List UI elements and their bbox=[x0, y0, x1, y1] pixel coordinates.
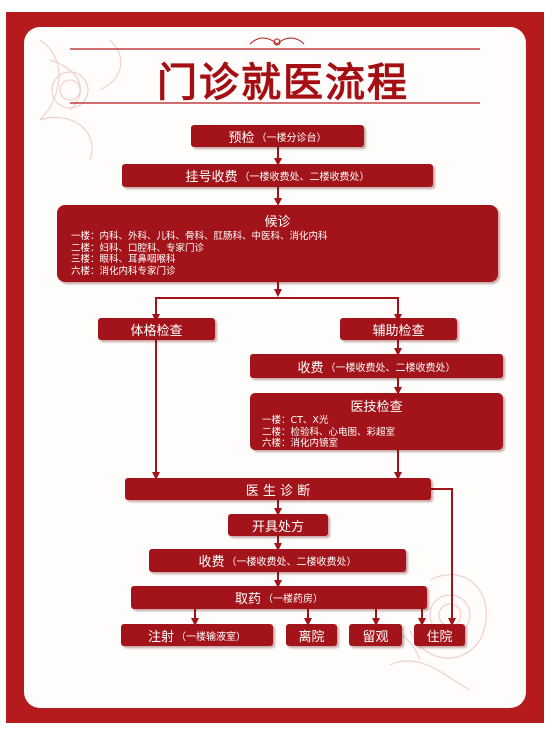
register-node: 挂号收费 （一楼收费处、二楼收费处） bbox=[122, 164, 433, 187]
injection-label: 注射 bbox=[147, 629, 174, 645]
waiting-label: 候诊 bbox=[264, 215, 291, 230]
pharmacy-node: 取药 （一楼药房） bbox=[131, 586, 427, 609]
medtech-node: 医技检查 一楼：CT、X光 二楼：检验科、心电图、彩超室 六楼：消化内镜室 bbox=[250, 393, 503, 450]
hospitalize-label: 住院 bbox=[426, 629, 453, 645]
medtech-line: 二楼：检验科、心电图、彩超室 bbox=[262, 426, 396, 438]
aux-fee-node: 收费 （一楼收费处、二楼收费处） bbox=[250, 354, 503, 378]
register-note: （一楼收费处、二楼收费处） bbox=[239, 172, 370, 183]
auxiliary-exam-node: 辅助检查 bbox=[340, 318, 457, 340]
pharmacy-note: （一楼药房） bbox=[263, 594, 323, 605]
diagnosis-node: 医 生 诊 断 bbox=[125, 478, 431, 500]
physical-exam-node: 体格检查 bbox=[98, 318, 215, 340]
leave-node: 离院 bbox=[286, 624, 337, 646]
waiting-line: 一楼：内科、外科、儿科、骨科、肛肠科、中医科、消化内科 bbox=[71, 231, 328, 242]
injection-note: （一楼输液室） bbox=[176, 631, 246, 643]
precheck-label: 预检 bbox=[228, 130, 255, 146]
medtech-line: 一楼：CT、X光 bbox=[262, 415, 329, 426]
medtech-line: 六楼：消化内镜室 bbox=[262, 438, 339, 449]
injection-node: 注射 （一楼输液室） bbox=[121, 624, 273, 646]
aux-fee-note: （一楼收费处、二楼收费处） bbox=[325, 362, 456, 374]
diagnosis-label: 医 生 诊 断 bbox=[245, 483, 311, 499]
page-title: 门诊就医流程 bbox=[157, 59, 409, 106]
prescribe-node: 开具处方 bbox=[228, 514, 328, 536]
register-label: 挂号收费 bbox=[185, 170, 238, 185]
leave-label: 离院 bbox=[298, 629, 325, 645]
observe-label: 留观 bbox=[362, 629, 389, 645]
waiting-node: 候诊 一楼：内科、外科、儿科、骨科、肛肠科、中医科、消化内科 二楼：妇科、口腔科… bbox=[57, 205, 498, 282]
medtech-label: 医技检查 bbox=[350, 400, 403, 415]
waiting-line: 二楼：妇科、口腔科、专家门诊 bbox=[71, 242, 205, 254]
line-split bbox=[155, 297, 402, 322]
aux-fee-label: 收费 bbox=[297, 360, 324, 376]
precheck-node: 预检 （一楼分诊台） bbox=[191, 125, 364, 147]
medicine-fee-label: 收费 bbox=[198, 555, 225, 570]
hospitalize-node: 住院 bbox=[414, 624, 465, 646]
observe-node: 留观 bbox=[349, 624, 402, 646]
pharmacy-label: 取药 bbox=[234, 592, 261, 607]
precheck-note: （一楼分诊台） bbox=[256, 132, 327, 144]
waiting-line: 三楼：眼科、耳鼻咽喉科 bbox=[71, 254, 176, 265]
medicine-fee-node: 收费 （一楼收费处、二楼收费处） bbox=[149, 549, 406, 572]
physical-exam-label: 体格检查 bbox=[130, 323, 183, 339]
waiting-line: 六楼：消化内科专家门诊 bbox=[71, 265, 176, 277]
auxiliary-exam-label: 辅助检查 bbox=[372, 323, 425, 339]
medicine-fee-note: （一楼收费处、二楼收费处） bbox=[226, 557, 357, 568]
prescribe-label: 开具处方 bbox=[251, 519, 304, 535]
line-diagnosis-hospital bbox=[431, 488, 456, 626]
